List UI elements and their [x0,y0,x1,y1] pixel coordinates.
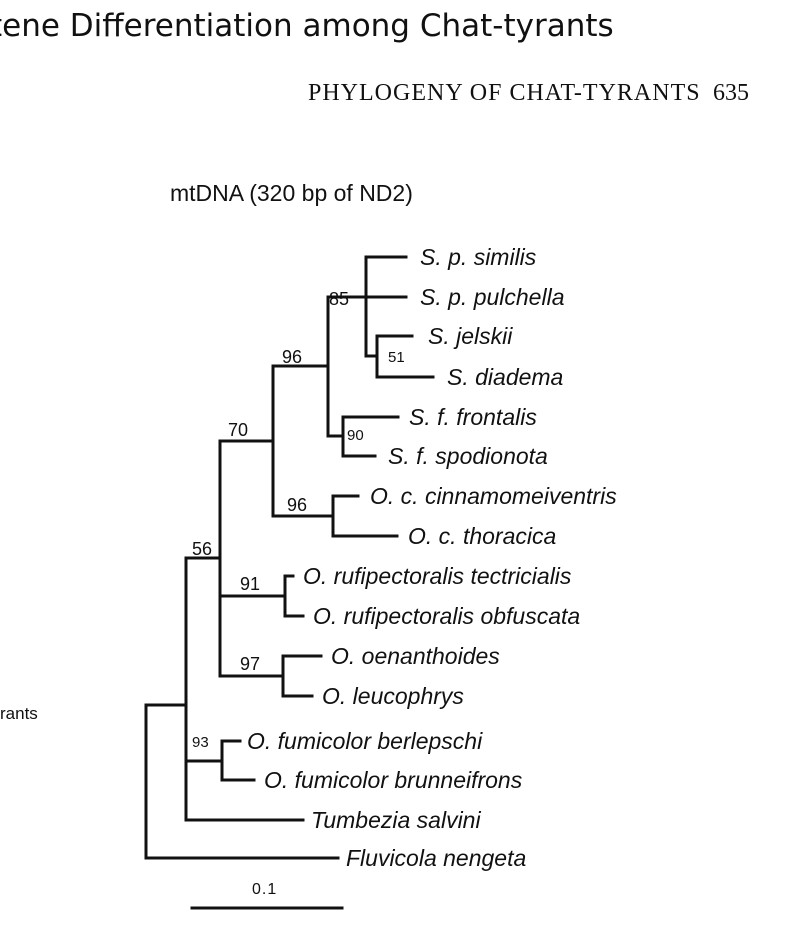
support-value: 56 [192,539,212,559]
tree-branches [144,255,435,860]
taxon-label: S. f. frontalis [409,404,537,430]
support-value: 51 [388,349,405,366]
taxon-labels: S. p. similis S. p. pulchella S. jelskii… [247,244,617,871]
scale-bar-label: 0.1 [252,881,277,898]
taxon-label: S. f. spodionota [388,443,548,469]
taxon-label: O. fumicolor berlepschi [247,728,483,754]
support-value: 85 [329,289,349,309]
article-title-fragment: tene Differentiation among Chat-tyrants [0,8,614,44]
taxon-label: S. p. pulchella [420,284,564,310]
taxon-label: O. oenanthoides [331,643,500,669]
taxon-label: Tumbezia salvini [311,807,481,833]
running-head: PHYLOGENY OF CHAT-TYRANTS [308,80,701,106]
support-value: 96 [282,347,302,367]
scale-bar: 0.1 [190,881,344,910]
taxon-label: S. diadema [447,364,563,390]
taxon-label: S. jelskii [428,323,513,349]
support-value: 96 [287,495,307,515]
taxon-label: Fluvicola nengeta [346,845,526,871]
taxon-label: O. c. cinnamomeiventris [370,483,617,509]
taxon-label: O. c. thoracica [408,523,556,549]
support-value: 90 [347,427,364,444]
taxon-label: O. leucophrys [322,683,464,709]
taxon-label: O. rufipectoralis tectricialis [303,563,572,589]
support-value: 91 [240,574,260,594]
support-value: 70 [228,420,248,440]
taxon-label: S. p. similis [420,244,537,270]
left-margin-text-fragment: rants [0,704,38,723]
support-value: 97 [240,654,260,674]
taxon-label: O. rufipectoralis obfuscata [313,603,580,629]
taxon-label: O. fumicolor brunneifrons [264,767,523,793]
support-values: 85 51 96 90 70 96 56 91 97 93 [192,289,405,751]
page-number: 635 [713,80,749,106]
tree-title: mtDNA (320 bp of ND2) [170,180,413,206]
support-value: 93 [192,734,209,751]
